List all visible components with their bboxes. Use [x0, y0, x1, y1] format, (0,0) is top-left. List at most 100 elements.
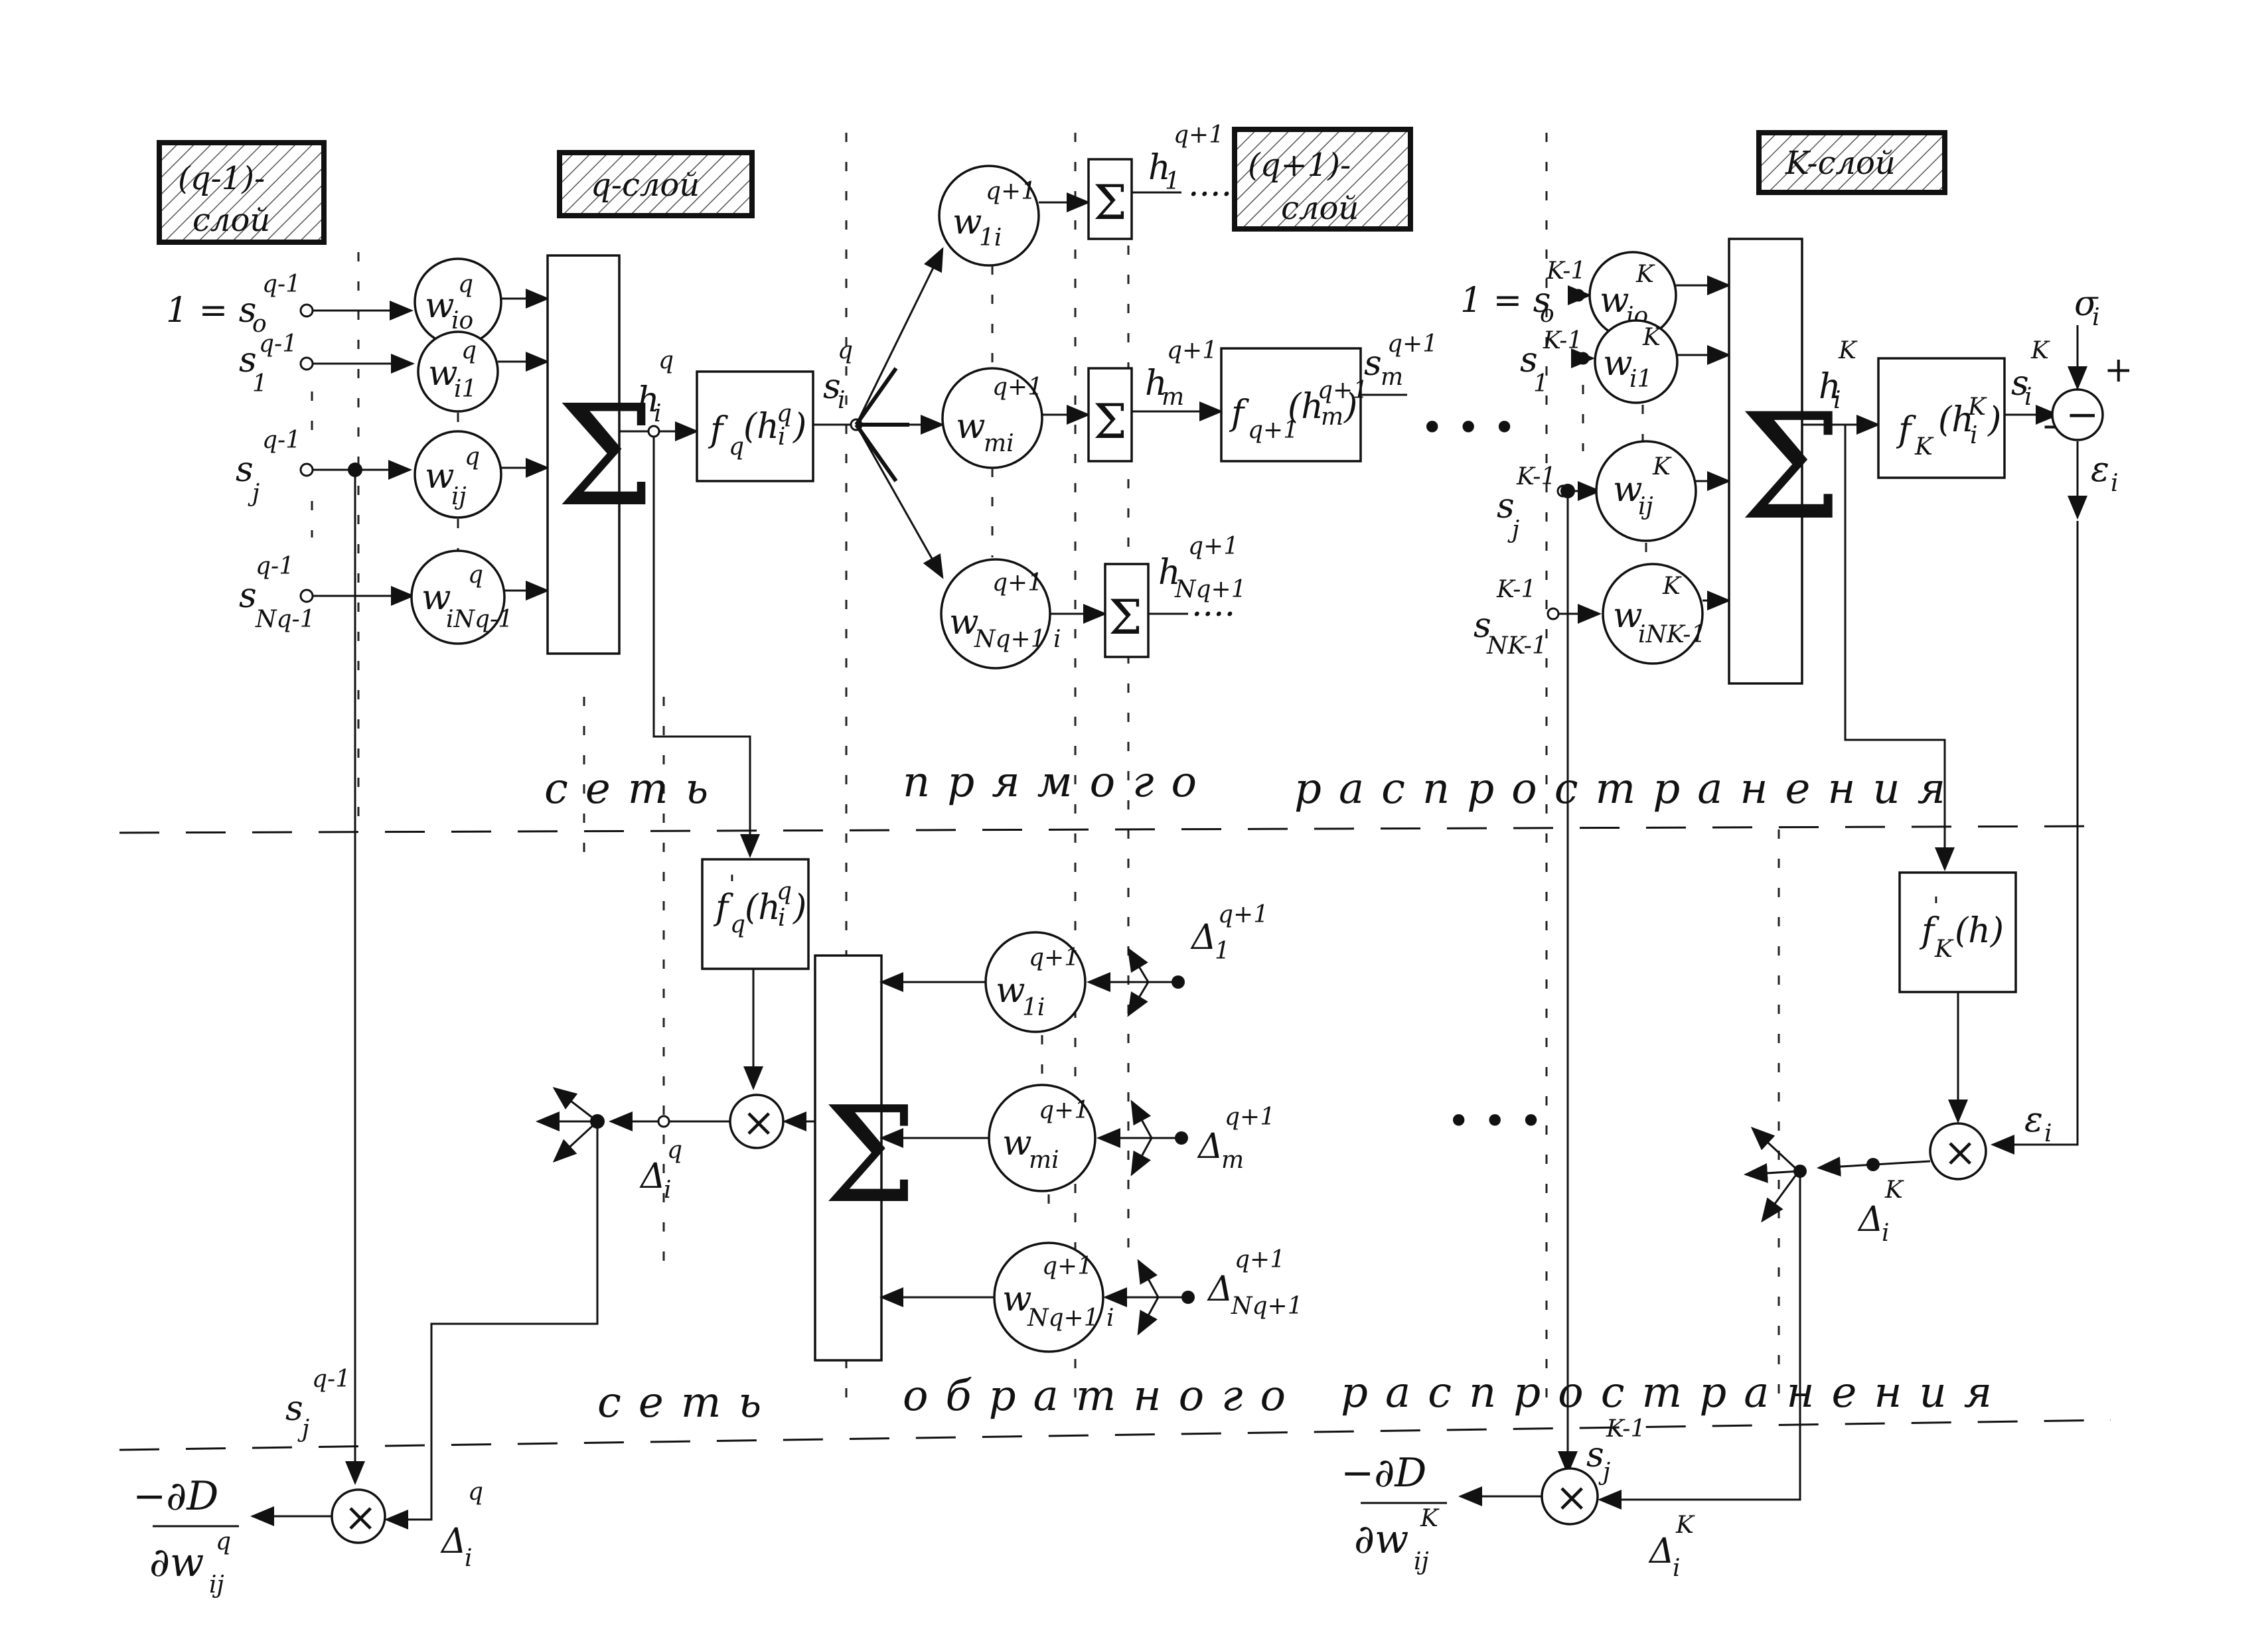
svg-text:распространения: распространения [1294, 764, 1963, 814]
svg-text:q: q [458, 271, 473, 298]
svg-text:s: s [236, 450, 254, 490]
svg-text:q+1: q+1 [992, 374, 1043, 401]
svg-text:q+1: q+1 [1387, 330, 1438, 358]
svg-text:q: q [468, 561, 483, 589]
svg-text:(h: (h [745, 888, 781, 928]
svg-text:i1: i1 [454, 376, 477, 403]
svg-text:w: w [425, 286, 455, 326]
svg-text:m: m [1381, 364, 1403, 391]
svg-text:q: q [461, 337, 477, 364]
forward-network-caption: сеть прямого распространения [544, 758, 1963, 814]
header-q-plus-1-line1: (q+1)- [1248, 147, 1351, 184]
gradient-multiply-k: × [1542, 1468, 1598, 1524]
weight-w-1i-q1: w 1i q+1 [939, 166, 1039, 265]
svg-text:w: w [996, 971, 1025, 1011]
delta-1-input: Δ 1 q+1 [1089, 901, 1268, 1015]
svg-text:....: .... [1188, 165, 1232, 204]
svg-text:K-1: K-1 [1546, 257, 1586, 285]
svg-text:q+1: q+1 [1225, 1103, 1275, 1131]
svg-text:Nq+1 i: Nq+1 i [974, 626, 1061, 653]
sum-hm-q1: Σ h m q+1 [1042, 337, 1221, 461]
svg-text:1 = s: 1 = s [166, 291, 256, 330]
header-q-minus-1-layer: (q-1)- слой [159, 143, 324, 242]
svg-text:i: i [2024, 384, 2032, 411]
svg-text:i: i [1673, 1555, 1681, 1582]
sum-block-k: Σ [1729, 239, 1843, 683]
svg-text:iNq-1: iNq-1 [446, 606, 513, 633]
svg-text:распространения: распространения [1341, 1368, 2009, 1417]
header-k-label: K-слой [1785, 145, 1896, 182]
svg-text:i: i [2044, 1120, 2052, 1147]
svg-text:(h: (h [743, 407, 779, 447]
svg-text:i: i [664, 1176, 672, 1204]
svg-text:q: q [468, 1478, 483, 1506]
back-sum-block-q: Σ [815, 956, 917, 1360]
svg-text:q: q [667, 1137, 682, 1164]
svg-text:w: w [1600, 281, 1629, 320]
svg-text:K: K [1652, 453, 1672, 480]
delta-i-k-output: Δ i K [1746, 1128, 1930, 1247]
svg-text:w: w [956, 407, 986, 447]
svg-text:Nq-1: Nq-1 [255, 606, 315, 633]
svg-text:ij: ij [451, 483, 467, 510]
svg-text:ij: ij [209, 1571, 224, 1599]
svg-text:): ) [1987, 400, 2001, 440]
svg-text:−∂D: −∂D [133, 1473, 218, 1520]
svg-text:q: q [730, 911, 745, 938]
svg-text:q: q [658, 347, 674, 374]
svg-text:i: i [465, 1545, 473, 1572]
svg-text:−: − [2066, 391, 2099, 438]
svg-text:×: × [742, 1100, 775, 1146]
k-output-and-error: s i K − − + σ i ε i [2004, 284, 2133, 518]
q-inputs: 1 = s o q-1 s 1 q-1 s j q-1 s Nq-1 q-1 [166, 271, 413, 633]
svg-text:s: s [285, 1389, 303, 1429]
svg-text:q-1: q-1 [312, 1366, 350, 1393]
svg-text:×: × [1943, 1129, 1977, 1176]
svg-text:Σ: Σ [823, 1078, 917, 1233]
weight-w-iN-k: w iNK-1 K [1603, 564, 1706, 664]
svg-text:s: s [239, 576, 257, 616]
svg-text:w: w [425, 457, 455, 496]
svg-text:Δ: Δ [440, 1522, 467, 1561]
svg-text:s: s [1586, 1435, 1604, 1475]
weight-w-mi-q1: w mi q+1 [943, 368, 1043, 468]
svg-text:mi: mi [1029, 1147, 1059, 1174]
svg-text:w: w [1603, 344, 1633, 384]
svg-text:K: K [1914, 433, 1934, 461]
svg-text:m: m [1321, 403, 1343, 431]
svg-text:q+1: q+1 [992, 569, 1043, 597]
header-q-label: q-слой [591, 167, 700, 204]
derivative-f-q: f ' q (h q i ) [702, 859, 808, 969]
sum-hN-q1: Σ h Nq+1 q+1 .... [1050, 533, 1247, 657]
gradient-output-q: −∂D ∂w ij q [133, 1473, 239, 1599]
activation-f-q: f q (h q i ) [697, 372, 813, 481]
svg-text:×: × [1555, 1474, 1588, 1521]
svg-text:mi: mi [984, 430, 1014, 457]
svg-text:Δ: Δ [1857, 1200, 1884, 1240]
header-q-plus-1-layer: (q+1)- слой [1235, 129, 1410, 229]
svg-text:Σ: Σ [1739, 382, 1843, 552]
svg-text:1: 1 [1533, 370, 1549, 397]
svg-text:i: i [1882, 1220, 1890, 1247]
svg-text:q-1: q-1 [262, 271, 301, 298]
svg-text:q+1: q+1 [1039, 1097, 1089, 1124]
svg-text:прямого: прямого [903, 758, 1214, 807]
svg-text:K: K [1662, 573, 1682, 600]
delta-N-input: Δ Nq+1 q+1 [1105, 1246, 1303, 1334]
svg-text:io: io [451, 307, 473, 334]
svg-text:....: .... [1191, 585, 1235, 624]
svg-text:i: i [778, 904, 786, 932]
backward-ellipsis: • • • [1447, 1098, 1543, 1145]
svg-text:Δ: Δ [1648, 1531, 1675, 1571]
gradient-multiply-q: × [332, 1490, 385, 1543]
svg-text:q-1: q-1 [262, 427, 301, 454]
svg-text:Σ: Σ [1093, 175, 1127, 230]
svg-text:K-1: K-1 [1543, 327, 1582, 354]
svg-text:∂w: ∂w [149, 1539, 204, 1586]
svg-text:i: i [778, 423, 786, 451]
weight-w-Ni-q1: w Nq+1 i q+1 [941, 559, 1061, 668]
svg-text:q+1: q+1 [986, 178, 1036, 205]
delta-m-input: Δ m q+1 [1098, 1102, 1275, 1174]
svg-text:q+1: q+1 [1167, 337, 1217, 364]
